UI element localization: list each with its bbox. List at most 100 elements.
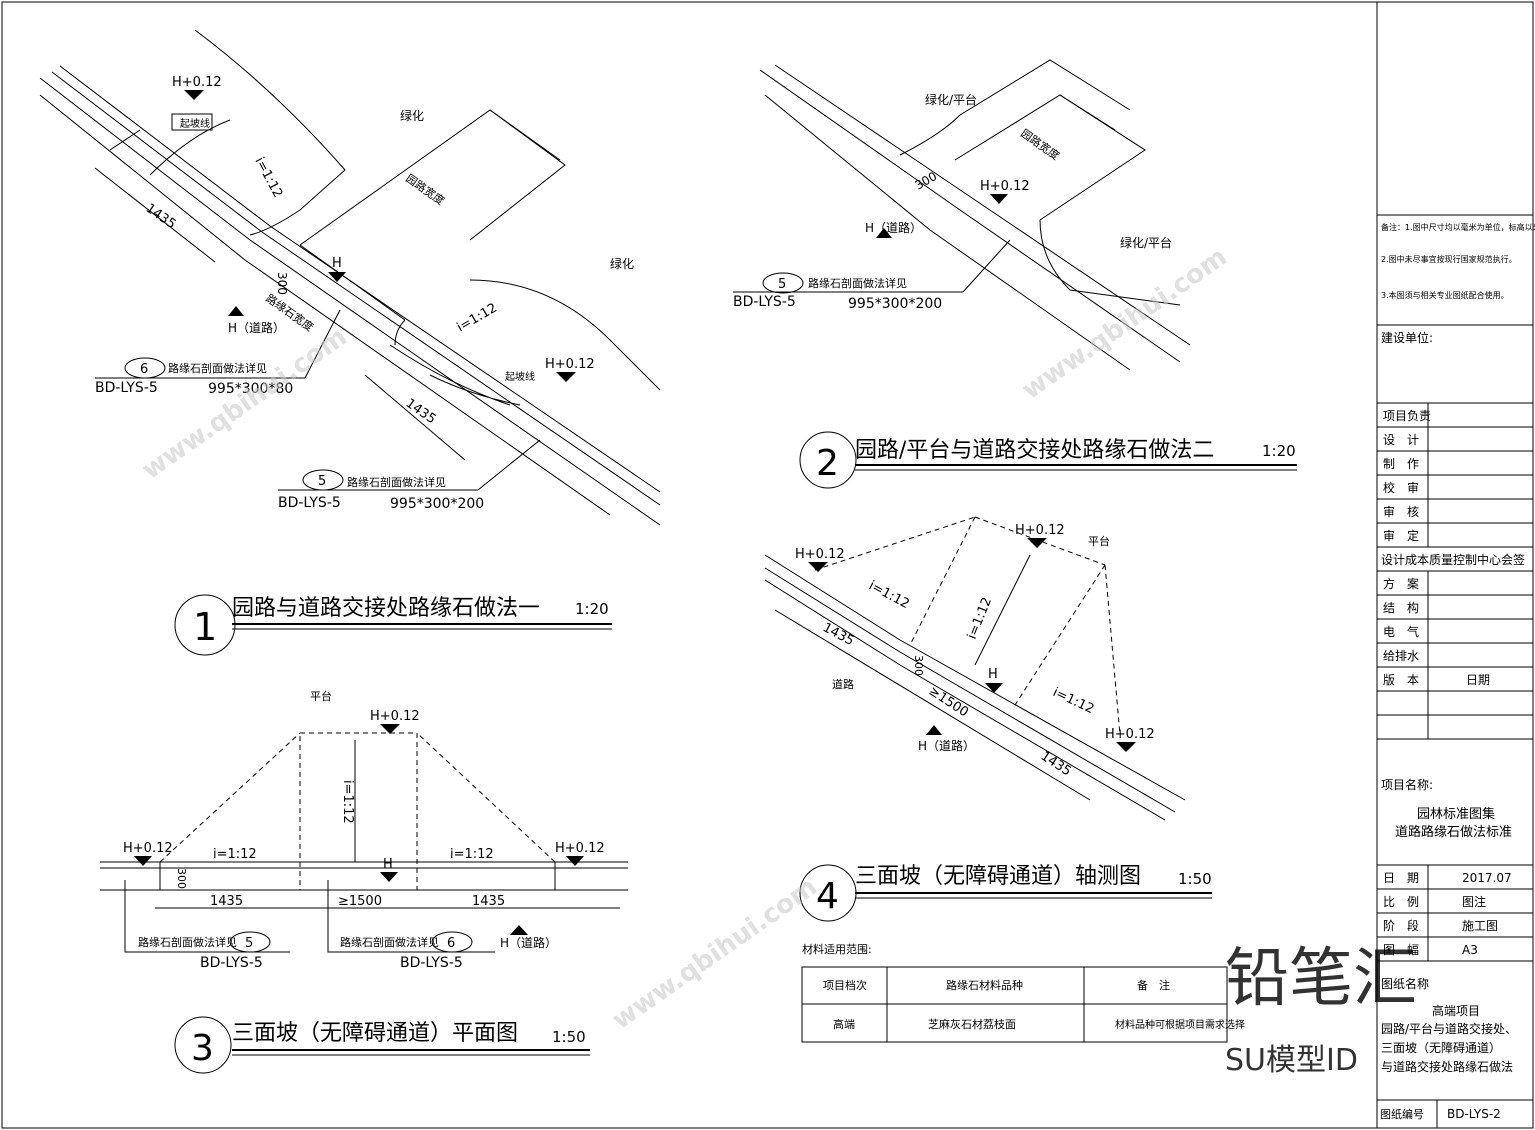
elevation-marker [808, 562, 828, 572]
break-line [489, 109, 561, 161]
path-width-label: 园路宽度 [403, 171, 447, 208]
drawing-4: H+0.12 H+0.12 平台 H+0.12 i=1:12 i=1:12 i=… [764, 516, 1212, 922]
elevation-label: H+0.12 [1105, 727, 1155, 742]
callout-leader [124, 880, 290, 953]
detail-callout-circle [762, 272, 804, 294]
road-marker [228, 306, 244, 316]
elevation-marker [556, 372, 576, 382]
start-line-label: 起坡线 [505, 370, 535, 383]
callout-size: 995*300*200 [848, 296, 942, 312]
garden-path [394, 279, 661, 391]
side-slope [1014, 564, 1106, 706]
side-slope [416, 732, 556, 863]
dimension-label: ≥1500 [338, 894, 382, 909]
path-edge [899, 59, 1131, 156]
drawing-number-circle [174, 1016, 232, 1074]
road-label: H（道路） [865, 220, 922, 235]
elevation-marker [380, 724, 400, 734]
watermark: 铅笔汇 SU模型ID www.qbihui.com www.qbihui.com… [137, 242, 1417, 1078]
tb-role-label: 审 定 [1383, 528, 1419, 543]
dimension-label: 1435 [1038, 749, 1074, 780]
break-line [1059, 94, 1116, 131]
side-slope [909, 516, 976, 646]
table-header: 项目档次 [823, 978, 867, 992]
callout-sheet: BD-LYS-5 [278, 495, 341, 511]
elevation-marker [1027, 538, 1047, 548]
table-cell: 高端 [833, 1017, 855, 1031]
start-line-label: 起坡线 [180, 117, 210, 130]
watermark-model-id: SU模型ID [1225, 1043, 1358, 1078]
callout-leader [477, 439, 541, 491]
detail-callout-number: 5 [318, 474, 326, 489]
road-edge [759, 69, 1181, 363]
watermark-brand: 铅笔汇 [1225, 942, 1417, 1016]
tb-info-value: 施工图 [1462, 919, 1498, 933]
dimension-label: 300 [275, 272, 289, 295]
tb-info-value: 图注 [1462, 894, 1486, 909]
green-label: 绿化 [610, 256, 634, 271]
materials-heading: 材料适用范围: [802, 942, 872, 956]
green-label: 绿化/平台 [1120, 235, 1172, 250]
detail-callout-number: 5 [778, 277, 786, 292]
drawing-number: 4 [816, 876, 839, 917]
road-edge [51, 71, 661, 506]
drawing-number-circle [799, 431, 857, 489]
road-edge [764, 567, 1176, 813]
drawing-scale: 1:20 [575, 600, 609, 618]
tb-info-key: 阶 段 [1383, 918, 1419, 933]
dimension-label: 1435 [210, 894, 243, 909]
tb-version-label: 版 本 [1383, 673, 1419, 687]
platform-label: 平台 [310, 689, 332, 703]
road-label: 道路 [832, 677, 854, 691]
table-header: 路缘石材料品种 [946, 978, 1023, 992]
drawing-title: 园路/平台与道路交接处路缘石做法二 [855, 438, 1214, 463]
platform-ramp [299, 732, 418, 891]
dimension-label: 300 [913, 169, 940, 193]
callout-sheet: BD-LYS-5 [400, 955, 463, 971]
tb-role-label: 设 计 [1383, 433, 1419, 447]
side-slope [814, 516, 976, 571]
tb-drawing-name: 园路/平台与道路交接处、 [1381, 1021, 1517, 1036]
elevation-label: H+0.12 [545, 357, 595, 372]
curb-line [389, 344, 521, 406]
elevation-marker [990, 194, 1008, 204]
dimension-label: 1435 [820, 620, 856, 649]
start-line-box [171, 113, 213, 131]
watermark-site: www.qbihui.com [1017, 242, 1233, 406]
garden-path [299, 109, 566, 246]
drawing-scale: 1:20 [1262, 442, 1296, 460]
road-label: H（道路） [500, 935, 557, 950]
tb-info-value: A3 [1462, 943, 1478, 957]
drawing-scale: 1:50 [552, 1028, 586, 1046]
side-slope [159, 732, 301, 863]
elevation-marker [184, 90, 204, 100]
tb-role-label: 项目负责 [1383, 409, 1431, 423]
detail-callout-circle [431, 931, 473, 953]
elevation-marker [1116, 742, 1136, 752]
green-label: 绿化/平台 [925, 92, 977, 107]
callout-sheet: BD-LYS-5 [200, 955, 263, 971]
detail-callout-number: 6 [447, 936, 455, 951]
callout-leader [962, 239, 1011, 293]
elevation-marker [380, 872, 398, 882]
tb-role-label: 制 作 [1383, 457, 1419, 471]
tb-info-key: 比 例 [1383, 895, 1419, 909]
elevation-marker [134, 856, 152, 866]
drawing-title: 三面坡（无障碍通道）平面图 [232, 1021, 518, 1046]
path-edge [1039, 219, 1181, 306]
path-width-label: 园路宽度 [1018, 126, 1062, 163]
tb-drawing-name: 高端项目 [1432, 1003, 1480, 1018]
road-edge [59, 65, 661, 493]
tb-date-label: 日期 [1466, 673, 1490, 687]
dimension-label: 300 [912, 655, 925, 676]
detail-callout-number: 6 [140, 362, 148, 377]
tb-role-label: 审 核 [1383, 504, 1419, 519]
slope-label: i=1:12 [340, 780, 355, 824]
garden-path [194, 29, 346, 236]
dimension-label: 1435 [143, 201, 179, 232]
tb-info-key: 日 期 [1383, 871, 1419, 885]
tb-project-label: 项目名称: [1381, 777, 1433, 792]
watermark-site: www.qbihui.com [137, 322, 353, 486]
callout-size: 995*300*200 [390, 496, 484, 512]
